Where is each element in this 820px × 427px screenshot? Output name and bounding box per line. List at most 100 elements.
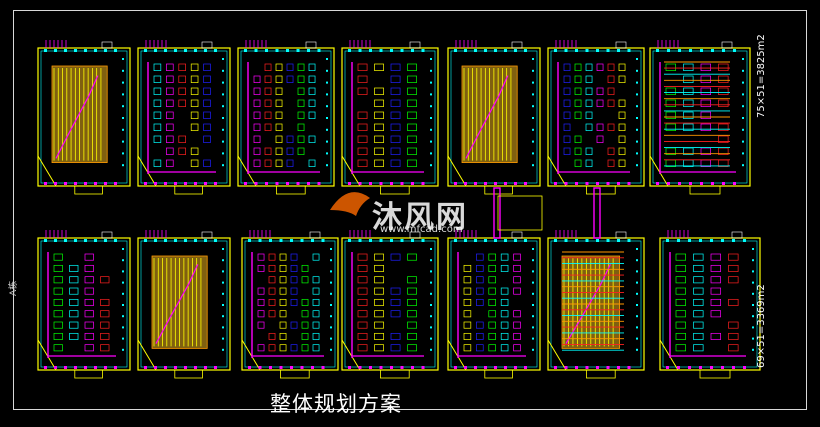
plan-panel-top-6-rack [618,99,626,107]
plan-panel-bottom-7-rack [728,264,739,272]
plan-panel-bottom-3-rack [290,321,298,329]
plan-panel-bottom-3-rack [301,276,309,284]
plan-panel-bottom-3-rack [268,276,276,284]
plan-panel-top-5-col [494,49,497,52]
plan-panel-top-1-marker [122,164,124,167]
plan-panel-bottom-1-rack [84,321,94,329]
plan-panel-bottom-1-marker [122,304,124,306]
plan-panel-bottom-7-col [688,239,691,242]
plan-panel-top-1-tag [101,41,113,49]
plan-panel-bottom-5-rack [476,253,484,261]
plan-panel-top-6-col [585,182,589,185]
plan-panel-bottom-3-rack [268,298,276,306]
plan-panel-top-4-rack [407,123,417,131]
plan-panel-top-5-col [454,182,457,185]
watermark-logo-shape [330,192,370,216]
plan-panel-bottom-2-marker [222,304,224,306]
plan-panel-top-3-rack [253,111,261,119]
plan-panel-top-2-rack [153,159,162,167]
plan-panel-bottom-7-corner [659,339,679,371]
plan-panel-top-7-col [711,182,714,185]
plan-panel-bottom-5-rack [463,276,472,284]
plan-panel-bottom-4-rack [374,287,384,295]
plan-panel-top-3-rack [275,147,283,155]
plan-panel-top-4-col [411,182,414,185]
plan-panel-top-3-rack [264,99,272,107]
plan-panel-top-3-rack [297,123,305,131]
plan-panel-top-1-col [94,182,97,185]
plan-panel-top-1-col [84,49,87,52]
plan-panel-bottom-7-rack [675,310,686,318]
plan-panel-bottom-2-col [164,239,167,242]
plan-panel-top-6-rack [607,63,615,71]
plan-panel-bottom-3-rack [279,332,287,340]
plan-panel-bottom-2-col [184,239,187,242]
plan-panel-top-2-marker [222,69,224,72]
plan-panel-top-4-rack [407,135,417,143]
plan-panel-top-6-col [606,49,610,52]
plan-panel-top-7-col [656,49,659,52]
plan-panel-bottom-4-col [400,239,404,242]
plan-panel-top-3-marker [326,128,328,131]
plan-panel-bottom-7-rack [710,253,721,261]
plan-panel-bottom-1-rack [53,332,63,340]
plan-panel-top-2-tag [201,41,213,49]
plan-panel-top-3-rack [275,135,283,143]
plan-panel-bottom-4-col [348,366,351,369]
plan-panel-top-2-rack [190,111,199,119]
plan-panel-bottom-3-rack [279,287,287,295]
plan-panel-bottom-5-col [524,239,527,242]
plan-panel-bottom-6-col [606,239,610,242]
plan-panel-bottom-5-col [494,366,497,369]
plan-panel-bottom-1-col [74,239,77,242]
plan-panel-bottom-4-rack [407,321,417,329]
plan-panel-top-4-rack [407,111,417,119]
plan-panel-bottom-3-col [269,366,272,369]
plan-panel-bottom-6-marker [636,348,638,351]
plan-panel-top-7-marker [742,164,744,167]
plan-panel-top-3-col [317,182,321,185]
plan-panel-bottom-2-marker [222,270,224,273]
plan-panel-top-3-marker [326,152,328,155]
plan-panel-bottom-5-col [504,366,507,369]
plan-panel-bottom-4-rack [357,310,368,318]
plan-panel-top-6-col [564,49,568,52]
plan-panel-bottom-5-col [514,239,517,242]
plan-panel-top-6-rack [563,75,571,83]
plan-panel-bottom-4-marker [430,326,432,329]
plan-panel-bottom-1-corner [37,339,57,371]
plan-panel-bottom-5-rack [463,321,472,329]
plan-panel-bottom-4-rack [357,253,368,261]
plan-panel-top-3-rack [253,159,261,167]
plan-panel-top-6-marker [636,152,638,155]
plan-panel-top-6-col [606,182,610,185]
plan-panel-top-6-rack [596,87,604,95]
plan-panel-top-6-corner [547,155,567,187]
watermark-text: 沐风网 [372,200,468,235]
plan-panel-top-7-col [667,182,670,185]
plan-panel-bottom-4-rack [374,332,384,340]
plan-panel-top-1-col [114,182,117,185]
plan-panel-top-6-rack [607,99,615,107]
plan-panel-bottom-3-rack [290,276,298,284]
plan-panel-top-3-marker [326,81,328,84]
plan-panel-bottom-2-col [204,366,207,369]
plan-panel-bottom-3-rack [268,287,276,295]
plan-panel-bottom-1-col [94,239,97,242]
plan-panel-bottom-6-marker [636,315,638,318]
plan-panel-bottom-3-outline [241,237,339,371]
plan-panel-top-4-rack [390,147,401,155]
plan-panel-top-3-col [265,49,268,52]
plan-panel-top-4-col [421,49,425,52]
plan-panel-bottom-6-col [617,239,620,242]
plan-panel-bottom-5-rack [488,287,496,295]
plan-panel-top-2-rack [190,75,199,83]
plan-panel-top-6-marker [636,164,638,167]
plan-panel-bottom-4-rack [374,321,384,329]
plan-panel-bottom-6-marker [636,270,638,273]
plan-panel-bottom-7-col [710,366,713,369]
plan-panel-bottom-1-col [114,239,117,242]
plan-panel-top-3-rack [308,159,316,167]
plan-panel-top-3-col [275,49,279,52]
